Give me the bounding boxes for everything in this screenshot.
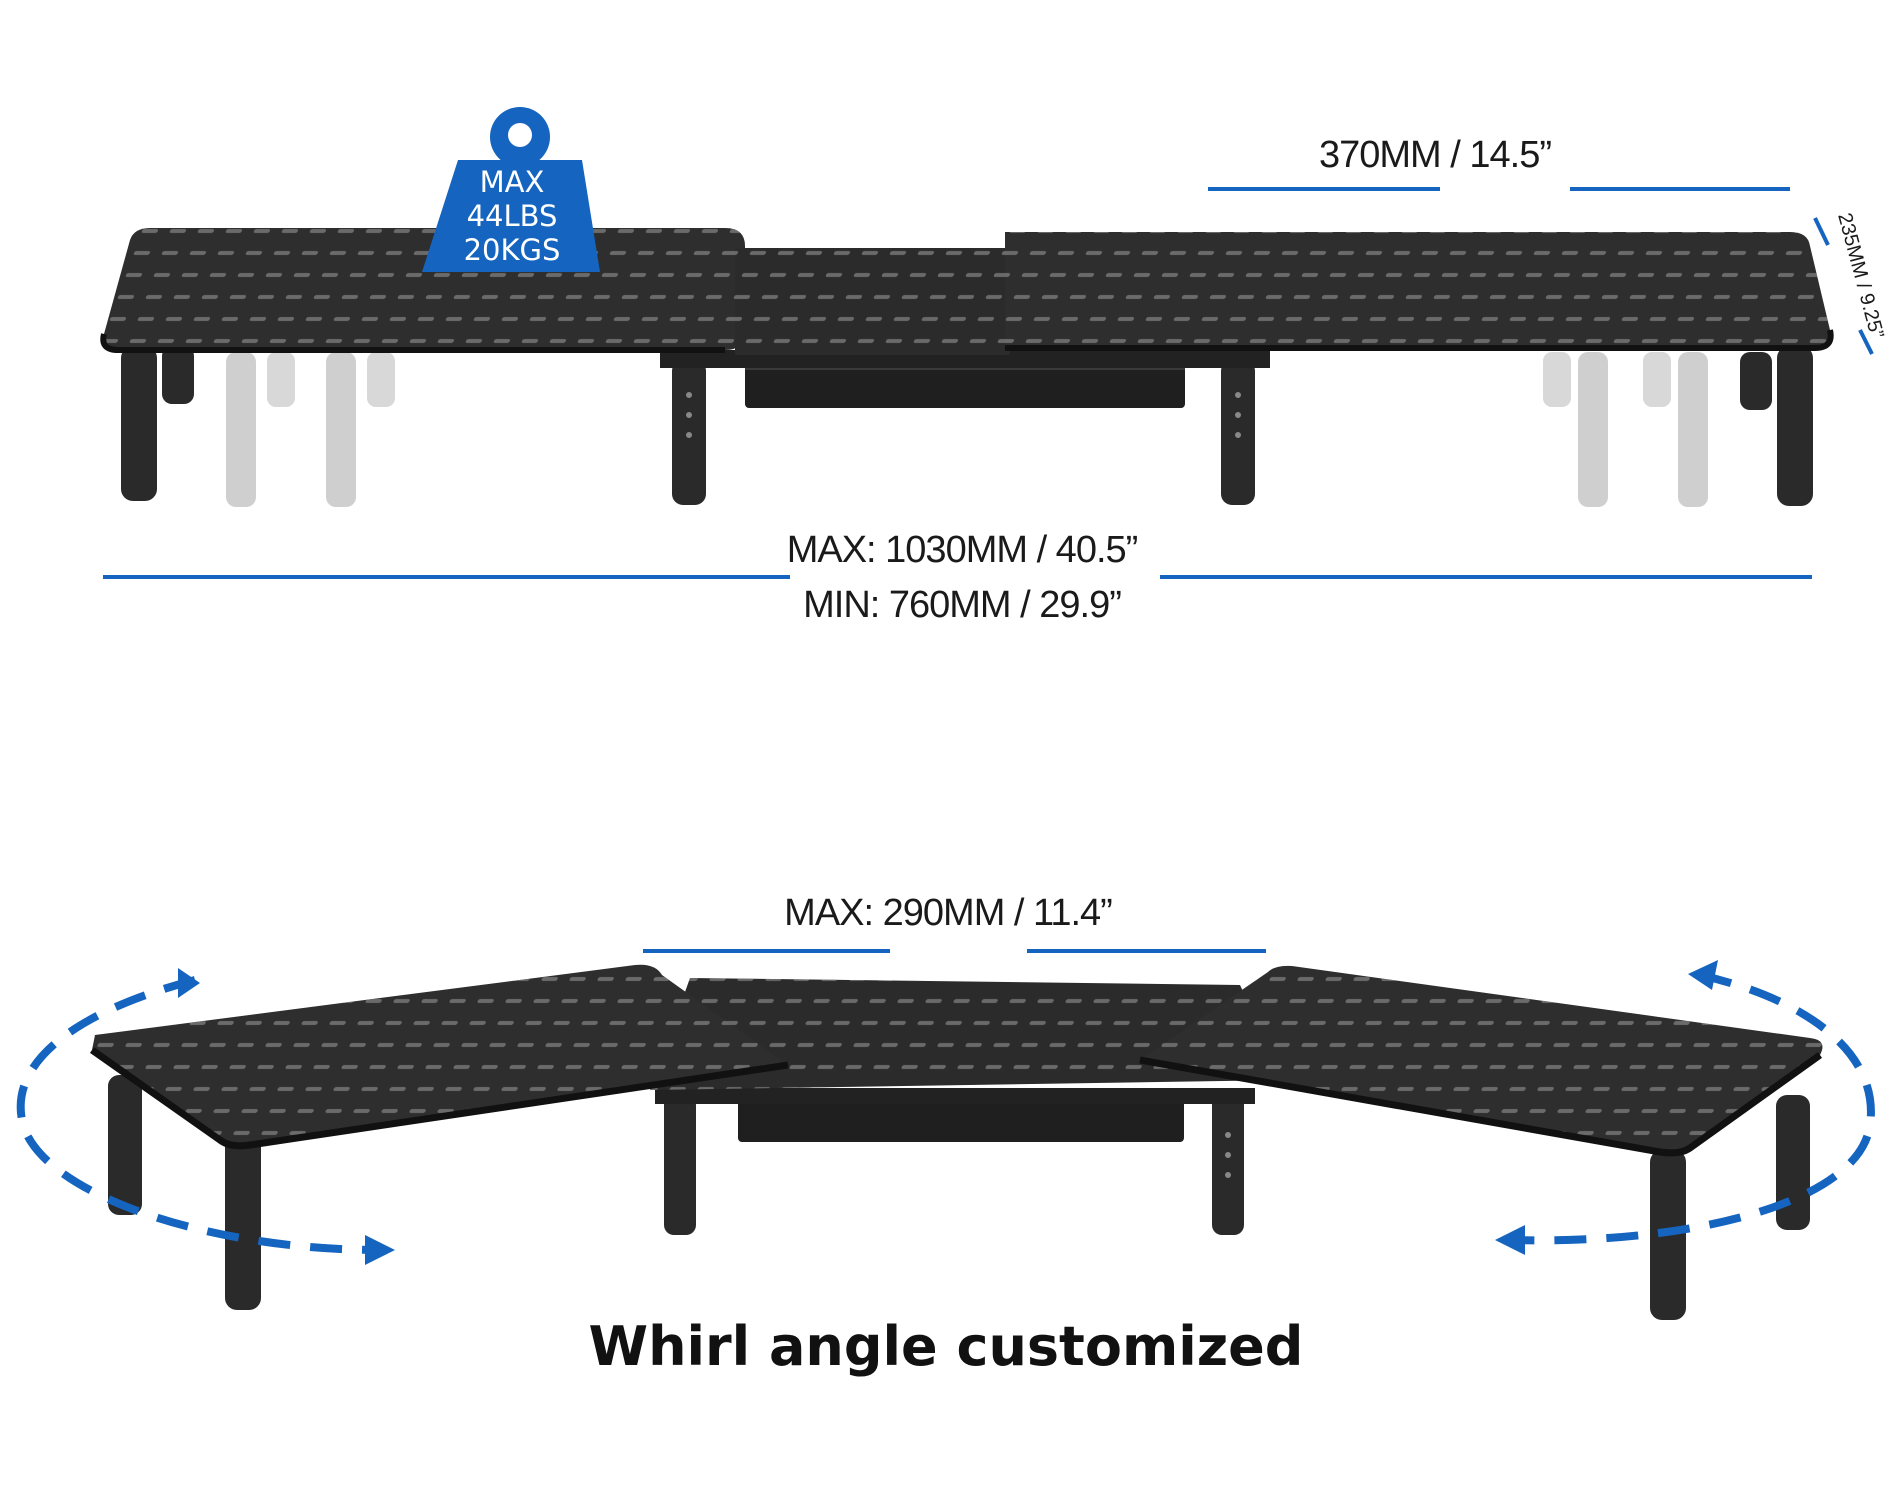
rotate-arrow-icon — [1495, 960, 1875, 1255]
ghost-legs-right — [1543, 352, 1708, 507]
ghost-legs-left — [226, 352, 395, 507]
weight-line-2: 44LBS — [467, 199, 558, 233]
caption: Whirl angle customized — [589, 1315, 1304, 1378]
max-length-label: MAX: 1030MM / 40.5” — [787, 529, 1138, 571]
weight-line-1: MAX — [480, 165, 545, 199]
rotated-stand: MAX: 290MM / 11.4” — [16, 892, 1875, 1320]
height-label: 235MM / 9.25” — [1833, 211, 1888, 341]
min-length-label: MIN: 760MM / 29.9” — [803, 584, 1121, 626]
max-extension-label: MAX: 290MM / 11.4” — [784, 892, 1112, 934]
width-dimension: 370MM / 14.5” — [1208, 134, 1790, 191]
extended-stand — [100, 228, 1834, 507]
weight-line-3: 20KGS — [464, 233, 561, 267]
rotate-arrow-icon — [16, 968, 395, 1265]
weight-badge: MAX 44LBS 20KGS — [422, 107, 600, 272]
weight-icon — [422, 107, 600, 272]
rotated-stand-legs — [108, 1075, 1810, 1320]
length-dimension: MAX: 1030MM / 40.5” MIN: 760MM / 29.9” — [103, 529, 1812, 626]
leg-adjust-holes — [686, 392, 1241, 438]
platform-width-label: 370MM / 14.5” — [1319, 134, 1551, 176]
rotated-drawer — [738, 1100, 1184, 1142]
drawer — [745, 360, 1185, 408]
